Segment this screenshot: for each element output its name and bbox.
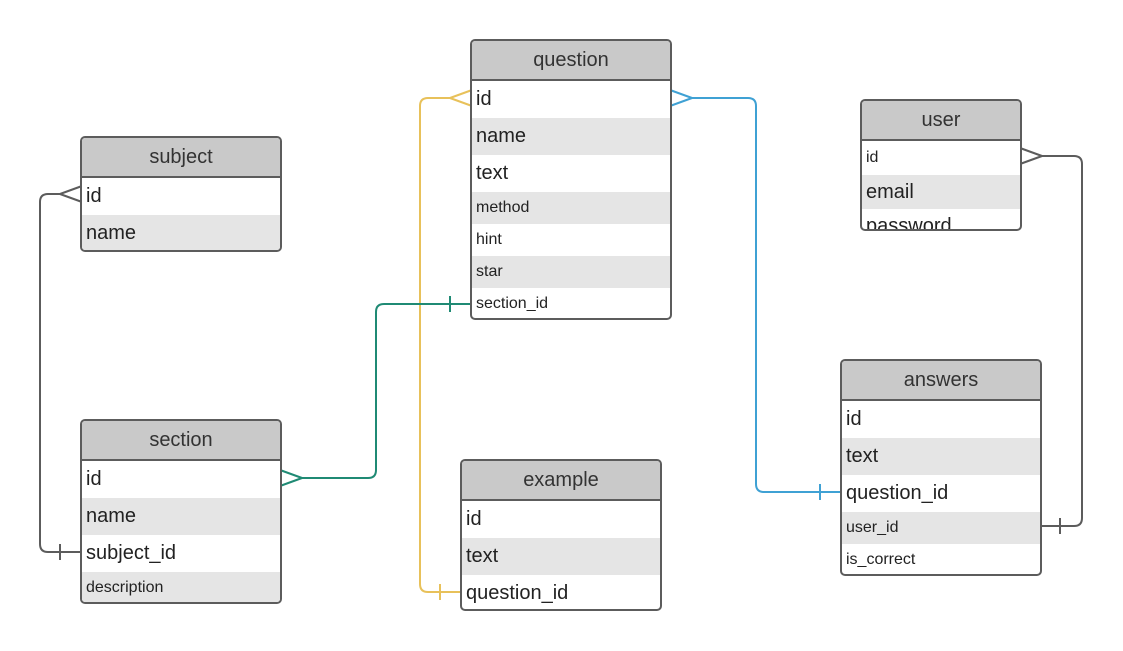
field-password: password xyxy=(866,215,952,231)
entity-question[interactable]: question id name text method hint star s… xyxy=(470,39,672,320)
field-name: name xyxy=(82,215,280,250)
entity-section[interactable]: section id name subject_id description xyxy=(80,419,282,604)
entity-title: subject xyxy=(82,138,280,178)
field-text: text xyxy=(476,162,509,184)
field-description: description xyxy=(82,572,280,602)
field-text: text xyxy=(462,538,660,575)
field-name: name xyxy=(82,498,280,535)
field-id: id xyxy=(866,149,879,166)
field-hint: hint xyxy=(476,231,502,248)
field-star: star xyxy=(472,256,670,288)
field-user-id: user_id xyxy=(842,512,1040,544)
entity-answers[interactable]: answers id text question_id user_id is_c… xyxy=(840,359,1042,576)
field-method: method xyxy=(472,192,670,224)
connector-section-question xyxy=(279,296,472,487)
entity-user[interactable]: user id email password xyxy=(860,99,1022,231)
entity-title: section xyxy=(82,421,280,461)
field-id: id xyxy=(86,468,102,490)
field-id: id xyxy=(86,185,102,207)
connector-question-answers xyxy=(669,89,842,500)
field-name: name xyxy=(472,118,670,155)
entity-title: question xyxy=(472,41,670,81)
entity-example[interactable]: example id text question_id xyxy=(460,459,662,611)
field-is-correct: is_correct xyxy=(846,551,916,568)
entity-title: answers xyxy=(842,361,1040,401)
field-section-id: section_id xyxy=(476,295,549,312)
field-question-id: question_id xyxy=(466,582,569,604)
field-text: text xyxy=(842,438,1040,475)
field-id: id xyxy=(476,88,492,110)
entity-subject[interactable]: subject id name xyxy=(80,136,282,252)
entity-title: user xyxy=(862,101,1020,141)
field-question-id: question_id xyxy=(846,482,949,504)
field-id: id xyxy=(846,408,862,430)
connector-subject-section xyxy=(39,185,83,560)
field-subject-id: subject_id xyxy=(86,542,177,564)
entity-title: example xyxy=(462,461,660,501)
field-id: id xyxy=(466,508,482,530)
field-email: email xyxy=(862,175,1020,209)
